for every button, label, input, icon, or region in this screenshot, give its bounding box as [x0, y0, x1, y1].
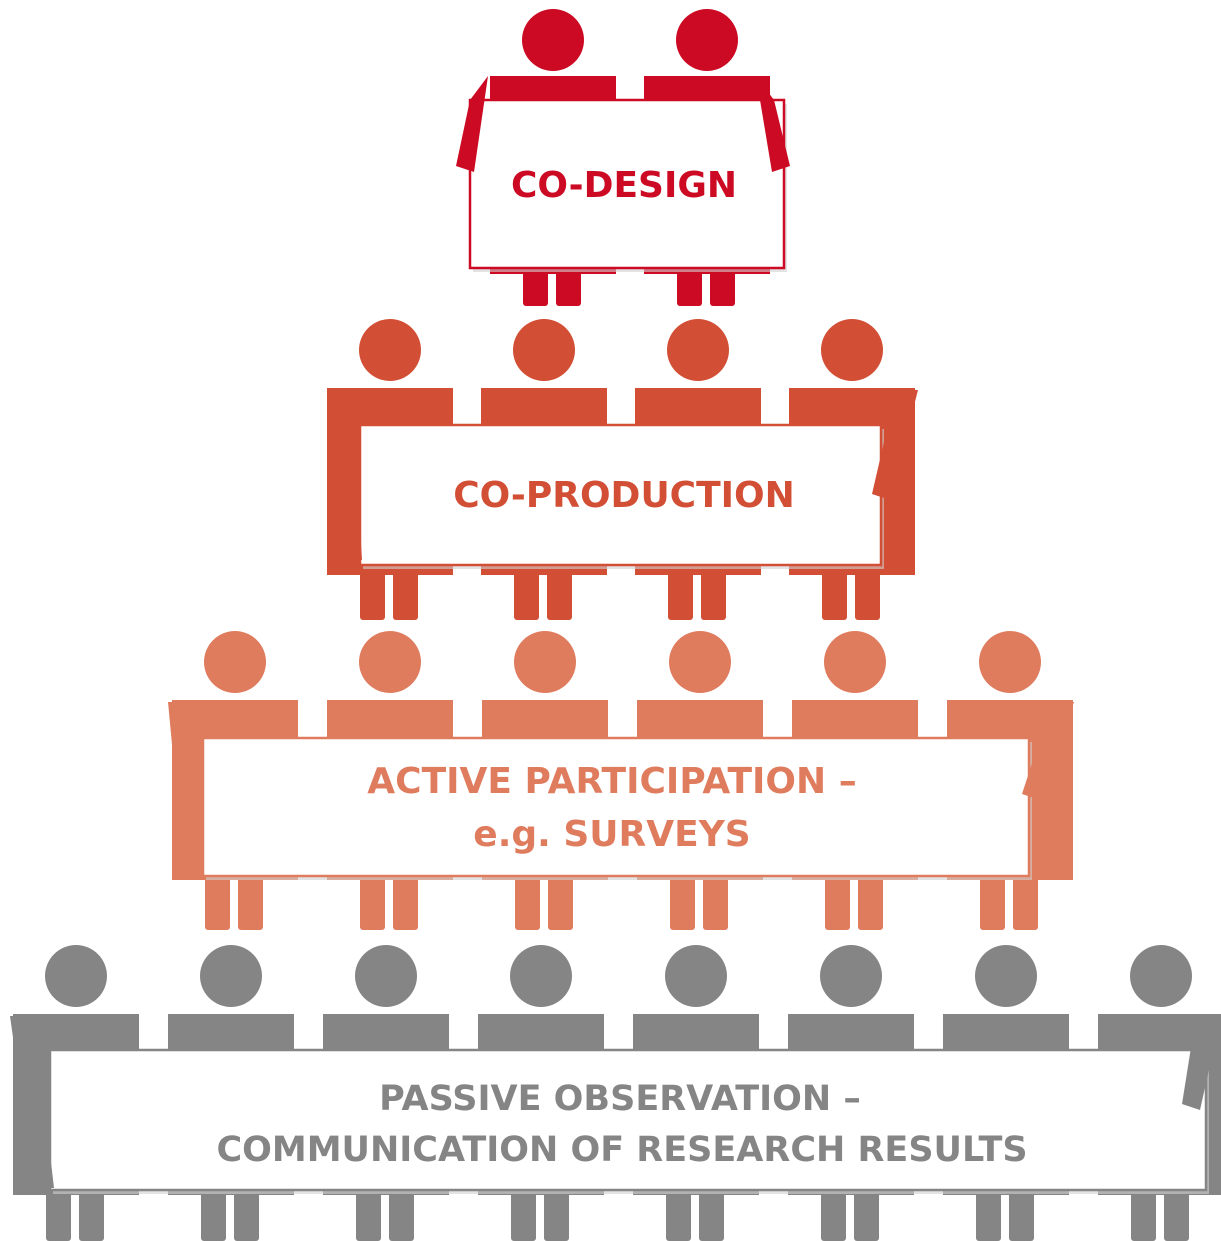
- left-holding-arm: [456, 76, 488, 172]
- person-left-leg: [980, 870, 1005, 930]
- left-holding-arm: [168, 702, 204, 872]
- right-holding-arm: [872, 390, 918, 500]
- person-left-leg: [1131, 1185, 1156, 1241]
- person-right-leg: [238, 870, 263, 930]
- person-right-leg: [389, 1185, 414, 1241]
- tier-label-active-participation-line-1: ACTIVE PARTICIPATION –: [367, 761, 856, 802]
- person-left-leg: [360, 870, 385, 930]
- person-head: [200, 945, 262, 1007]
- person-head: [665, 945, 727, 1007]
- tier-label-passive-observation-line-2: COMMUNICATION OF RESEARCH RESULTS: [216, 1130, 1027, 1170]
- person-head: [513, 319, 575, 381]
- person-head: [979, 631, 1041, 693]
- person-right-leg: [393, 565, 418, 620]
- right-holding-arm: [1182, 1016, 1221, 1110]
- left-holding-arm: [328, 390, 362, 560]
- person-left-leg: [511, 1185, 536, 1241]
- sign-board: [201, 736, 1031, 878]
- left-holding-arm: [10, 1016, 54, 1188]
- person-left-leg: [205, 870, 230, 930]
- person-head: [820, 945, 882, 1007]
- person-right-leg: [547, 565, 572, 620]
- person-left-leg: [523, 264, 548, 306]
- person-right-leg: [1164, 1185, 1189, 1241]
- person-right-leg: [393, 870, 418, 930]
- person-right-leg: [234, 1185, 259, 1241]
- person-right-leg: [79, 1185, 104, 1241]
- person-left-leg: [670, 870, 695, 930]
- tier-label-co-production: CO-PRODUCTION: [453, 475, 795, 516]
- person-head: [45, 945, 107, 1007]
- right-holding-arm: [1022, 702, 1074, 800]
- person-right-leg: [544, 1185, 569, 1241]
- person-right-leg: [703, 870, 728, 930]
- person-left-leg: [360, 565, 385, 620]
- person-head: [669, 631, 731, 693]
- person-left-leg: [822, 565, 847, 620]
- person-right-leg: [548, 870, 573, 930]
- person-left-leg: [515, 870, 540, 930]
- person-head: [355, 945, 417, 1007]
- person-left-leg: [201, 1185, 226, 1241]
- person-left-leg: [821, 1185, 846, 1241]
- tier-label-passive-observation-line-1: PASSIVE OBSERVATION –: [379, 1079, 861, 1119]
- person-left-leg: [976, 1185, 1001, 1241]
- person-head: [359, 631, 421, 693]
- person-head: [975, 945, 1037, 1007]
- sign-board: [48, 1048, 1208, 1192]
- person-right-leg: [858, 870, 883, 930]
- person-left-leg: [668, 565, 693, 620]
- tier-label-active-participation-line-2: e.g. SURVEYS: [473, 814, 750, 855]
- person-right-leg: [1013, 870, 1038, 930]
- tier-co-design: [456, 9, 790, 306]
- person-left-leg: [666, 1185, 691, 1241]
- sign-board: [358, 423, 883, 567]
- person-head: [522, 9, 584, 71]
- person-right-leg: [710, 264, 735, 306]
- person-right-leg: [854, 1185, 879, 1241]
- person-head: [676, 9, 738, 71]
- person-head: [1130, 945, 1192, 1007]
- person-head: [824, 631, 886, 693]
- person-head: [514, 631, 576, 693]
- tier-co-production: [327, 319, 918, 620]
- tier-label-co-design: CO-DESIGN: [511, 165, 737, 206]
- person-head: [359, 319, 421, 381]
- person-right-leg: [701, 565, 726, 620]
- person-head: [510, 945, 572, 1007]
- tier-active-participation: [168, 631, 1074, 930]
- person-right-leg: [1009, 1185, 1034, 1241]
- person-right-leg: [855, 565, 880, 620]
- sign-board: [468, 98, 786, 270]
- person-left-leg: [356, 1185, 381, 1241]
- person-left-leg: [514, 565, 539, 620]
- person-right-leg: [556, 264, 581, 306]
- person-right-leg: [699, 1185, 724, 1241]
- person-left-leg: [677, 264, 702, 306]
- tier-passive-observation: [10, 945, 1221, 1241]
- person-left-leg: [46, 1185, 71, 1241]
- person-head: [204, 631, 266, 693]
- right-holding-arm: [756, 76, 790, 172]
- person-left-leg: [825, 870, 850, 930]
- person-head: [667, 319, 729, 381]
- person-head: [821, 319, 883, 381]
